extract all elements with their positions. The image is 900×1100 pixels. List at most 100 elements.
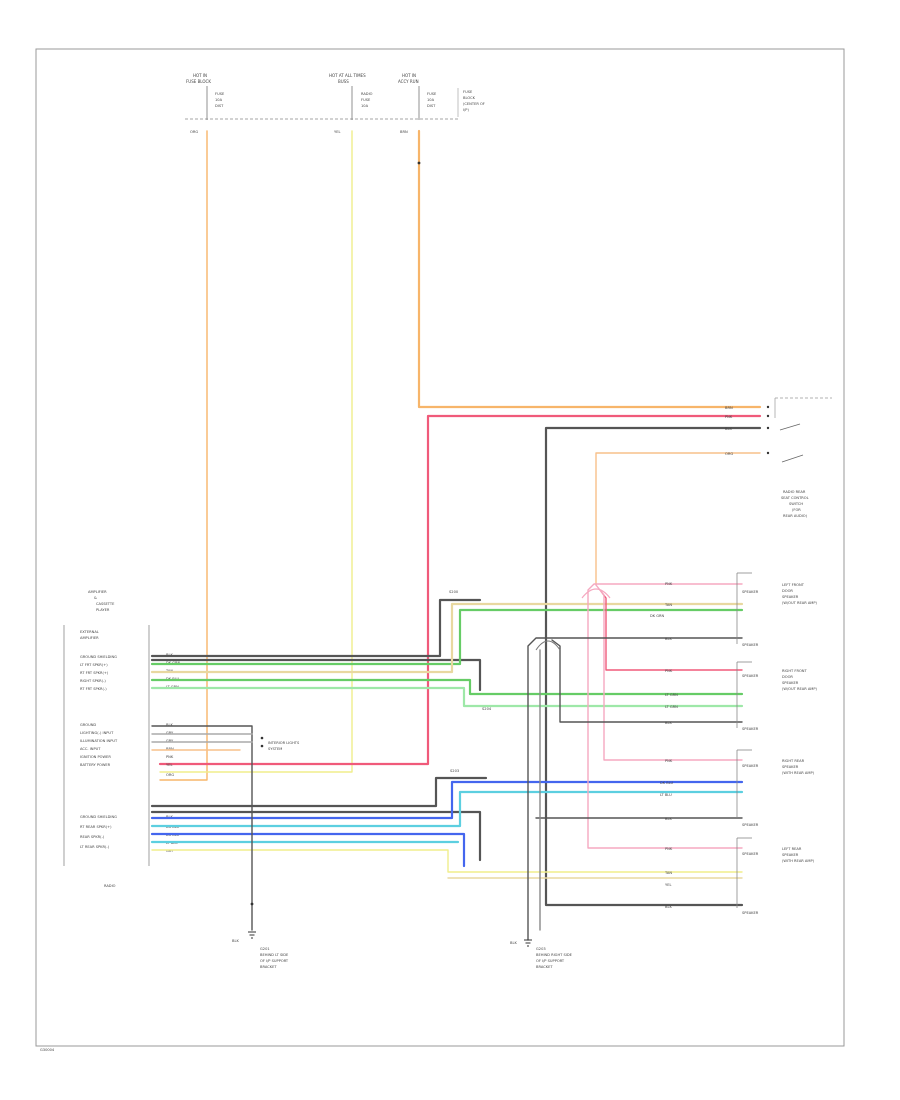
speaker-bus (527, 583, 743, 941)
switch-title-3: SWITCH (789, 502, 803, 506)
wire-pink-main (158, 414, 762, 766)
ground-left-1: G201 (260, 947, 270, 951)
spk-rf-bottom: SPEAKER (742, 727, 759, 731)
spk-rr-w4: BLK (665, 817, 672, 821)
radio-bot-wire-5: GRY (166, 849, 174, 853)
wire-frt-shield (150, 598, 482, 658)
radio-mid-wire-7: ORG (166, 773, 174, 777)
switch-wire-2: PNK (725, 415, 733, 419)
spk-rr-1: RIGHT REAR (782, 759, 805, 763)
spk-lr-3: (WITH REAR AMP) (782, 859, 815, 863)
radio-title-1: AMPLIFIER (88, 590, 107, 594)
splice-top-label: S200 (449, 590, 459, 594)
wire-gnd-lf (527, 637, 743, 941)
ground-left-3: OF I/P SUPPORT (260, 959, 289, 963)
wire-rf-ltgrn (150, 686, 744, 708)
ground-left-2: BEHIND LT SIDE (260, 953, 289, 957)
fuse-mid-title: HOT AT ALL TIMES (329, 73, 366, 78)
wire-yellow-vertical (159, 130, 353, 773)
spk-lf-w2: TAN (664, 603, 672, 607)
fuse-note-1: FUSE (463, 90, 473, 94)
switch-wire-3: BLK (725, 427, 732, 431)
illum-note-1: INTERIOR LIGHTS (268, 741, 300, 745)
radio-title-4: PLAYER (96, 608, 110, 612)
diagram-code: G30004 (40, 1048, 55, 1052)
spk-lf-bottom: SPEAKER (742, 643, 759, 647)
switch-title-2: SEAT CONTROL (781, 496, 809, 500)
speaker-left-front: SPEAKER LEFT FRONT DOOR SPEAKER (W/OUT R… (650, 572, 818, 647)
spk-lr-bottom: SPEAKER (742, 911, 759, 915)
radio-pin-mid-6: BATTERY POWER (80, 763, 111, 767)
spk-lf-4: (W/OUT REAR AMP) (782, 601, 818, 605)
fuse-right-title: HOT IN (402, 73, 416, 78)
speaker-right-front: SPEAKER RIGHT FRONT DOOR SPEAKER (W/OUT … (665, 661, 818, 731)
spk-rf-w3: LT GRN (665, 705, 678, 709)
wire-lf-tan (150, 602, 744, 674)
fuse-mid-row-1: RADIO (361, 92, 373, 96)
splice-mid-label: S204 (482, 707, 492, 711)
rear-seat-control-switch: BRN PNK BLK ORG RADIO REAR SEAT CONTROL … (725, 397, 832, 518)
fuse-right-row-3: DIST (427, 104, 436, 108)
spk-lf-3: SPEAKER (782, 595, 799, 599)
wire-radio-ground (151, 725, 253, 931)
radio-pin-top-2: LT FRT SPKR(+) (80, 663, 108, 667)
wire-orange-right (417, 129, 762, 409)
ground-left: BLK G201 BEHIND LT SIDE OF I/P SUPPORT B… (232, 902, 289, 969)
radio-title-2: & (94, 596, 97, 600)
illum-note-2: SYSTEM (268, 747, 282, 751)
spk-rr-bottom: SPEAKER (742, 823, 759, 827)
wire-frt-blk2 (150, 658, 482, 692)
radio-pin-top-5: RT FRT SPKR(-) (80, 687, 107, 691)
wire-rr-dkblu (150, 780, 744, 820)
wire-orange-switch (595, 452, 761, 586)
switch-wire-1: BRN (725, 406, 733, 410)
spk-lr-w4: BLK (665, 905, 672, 909)
radio-mid-wire-1: BLK (166, 723, 173, 727)
spk-lf-2: DOOR (782, 589, 793, 593)
radio-mid-wire-4: BRN (166, 747, 174, 751)
radio-mid-wire-6: YEL (166, 763, 172, 767)
spk-rr-w1: PNK (665, 759, 673, 763)
ground-right-2: BEHIND RIGHT SIDE (536, 953, 573, 957)
fuse-left-row-1: FUSE (215, 92, 225, 96)
fuse-left-title: HOT IN (193, 73, 207, 78)
radio-pin-mid-4: ACC. INPUT (80, 747, 101, 751)
radio-title-3: CASSETTE (96, 602, 115, 606)
rear-speaker-wires: S203 (150, 769, 744, 879)
splice-dot-top (417, 161, 421, 165)
radio-pin-bot-1: GROUND SHIELDING (80, 815, 117, 819)
speaker-left-rear: SPEAKER LEFT REAR SPEAKER (WITH REAR AMP… (664, 837, 815, 915)
fuse-left-row-2: 10A (215, 98, 223, 102)
switch-wire-4: ORG (725, 452, 733, 456)
radio-pin-mid-1: GROUND (80, 723, 96, 727)
spk-rf-4: (W/OUT REAR AMP) (782, 687, 818, 691)
fuse-left-row-3: DIST (215, 104, 224, 108)
radio-mid-wire-3: GRY (166, 739, 174, 743)
wire-pink-rf (599, 589, 743, 671)
wire-gnd-rf (551, 639, 743, 723)
fuse-mid-row-2: FUSE (361, 98, 371, 102)
radio-bottom-label: RADIO (104, 884, 116, 888)
radio-power-wires: INTERIOR LIGHTS SYSTEM (151, 725, 300, 931)
power-wires (158, 129, 762, 907)
spk-rr-3: (WITH REAR AMP) (782, 771, 815, 775)
spk-rf-w1: PNK (665, 669, 673, 673)
fuse-right-row-1: FUSE (427, 92, 437, 96)
radio-pin-top-4: RIGHT SPKR(-) (80, 679, 106, 683)
spk-lr-w3: YEL (665, 883, 671, 887)
spk-rf-tag: SPEAKER (742, 674, 759, 678)
front-speaker-wires: S200 S204 (150, 590, 744, 711)
wire-rear-dkblu2 (150, 832, 466, 868)
radio-pin-mid-5: IGNITION POWER (80, 755, 111, 759)
spk-rf-2: DOOR (782, 675, 793, 679)
ground-right-1: G203 (536, 947, 546, 951)
wire-rr-ltblu (150, 790, 744, 828)
diagram-frame (35, 48, 845, 1047)
switch-title-4: (FOR (792, 508, 801, 512)
fuse-right-row-2: 10A (427, 98, 435, 102)
wire-rear-shield (150, 776, 488, 808)
spk-lr-tag: SPEAKER (742, 852, 759, 856)
spk-rr-w3: LT BLU (660, 793, 672, 797)
fuse-mid-sub: BUSS (338, 79, 349, 84)
